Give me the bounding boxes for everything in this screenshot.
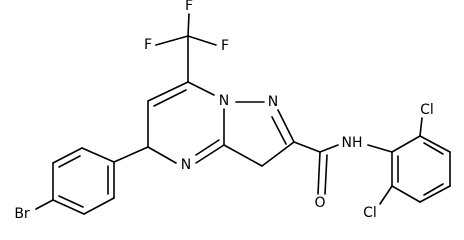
bond-ar2-inner-a bbox=[423, 142, 444, 155]
atom-label-f2: F bbox=[185, 0, 193, 14]
atom-label-o: O bbox=[314, 195, 325, 211]
bond-c2-c3 bbox=[261, 141, 295, 167]
bond-lines bbox=[35, 13, 451, 215]
atom-label-f3: F bbox=[221, 38, 229, 54]
bond-ar2-4 bbox=[419, 185, 451, 203]
bond-ar2-cl-lower bbox=[379, 185, 393, 205]
bond-c3a-n4-inner bbox=[195, 139, 220, 156]
bond-cf3-f3 bbox=[187, 35, 217, 46]
bond-ar1-5 bbox=[83, 197, 115, 215]
bond-n4-c5 bbox=[147, 146, 177, 164]
bond-n1-c2 bbox=[277, 109, 295, 143]
bond-ar1-inner-b bbox=[58, 195, 84, 208]
bond-c6-c7 bbox=[147, 81, 189, 102]
bond-c3-c3a bbox=[223, 144, 263, 167]
atom-label-n-bridge: N bbox=[219, 93, 229, 109]
bond-ar1-br bbox=[35, 199, 54, 210]
bond-cf3-f2 bbox=[187, 13, 190, 37]
bond-ar2-1 bbox=[391, 135, 421, 153]
bond-c7-n-bridge bbox=[187, 81, 215, 96]
atom-label-br: Br bbox=[14, 206, 30, 222]
bond-c2-carbonyl bbox=[293, 141, 321, 153]
atom-label-f1: F bbox=[144, 37, 152, 53]
bond-cf3-f1 bbox=[155, 35, 189, 46]
bond-ar1-4 bbox=[52, 199, 85, 215]
bond-ar1-1 bbox=[81, 147, 115, 163]
bond-ar2-2 bbox=[419, 135, 451, 153]
bond-ar2-inner-b bbox=[423, 183, 444, 196]
bond-ar2-cl-upper bbox=[419, 117, 423, 137]
bond-carbonyl-o-double bbox=[324, 154, 328, 195]
atom-label-n-pyrazole: N bbox=[268, 94, 278, 110]
atom-label-n-pyrimidine: N bbox=[181, 157, 191, 173]
bond-ar1-2 bbox=[52, 147, 83, 164]
bond-n1-c2-inner bbox=[271, 116, 287, 145]
bond-c6-c7-inner bbox=[153, 89, 187, 107]
atom-label-cl-upper: Cl bbox=[420, 102, 434, 118]
bond-carbonyl-o bbox=[317, 151, 321, 195]
atom-label-nh: NH bbox=[342, 135, 363, 151]
atom-label-cl-lower: Cl bbox=[363, 205, 377, 221]
molecule-structure-diagram: F F F N N N O NH Cl Cl Br bbox=[14, 0, 451, 222]
bond-carbonyl-nh bbox=[319, 144, 339, 153]
bond-c5-aryl bbox=[113, 146, 149, 163]
bond-ar1-inner-a bbox=[58, 155, 81, 168]
bond-ar2-5 bbox=[391, 185, 421, 203]
atom-labels: F F F N N N O NH Cl Cl Br bbox=[14, 0, 434, 222]
bond-c3a-n4 bbox=[195, 144, 225, 164]
bond-nh-aryl bbox=[367, 144, 393, 153]
